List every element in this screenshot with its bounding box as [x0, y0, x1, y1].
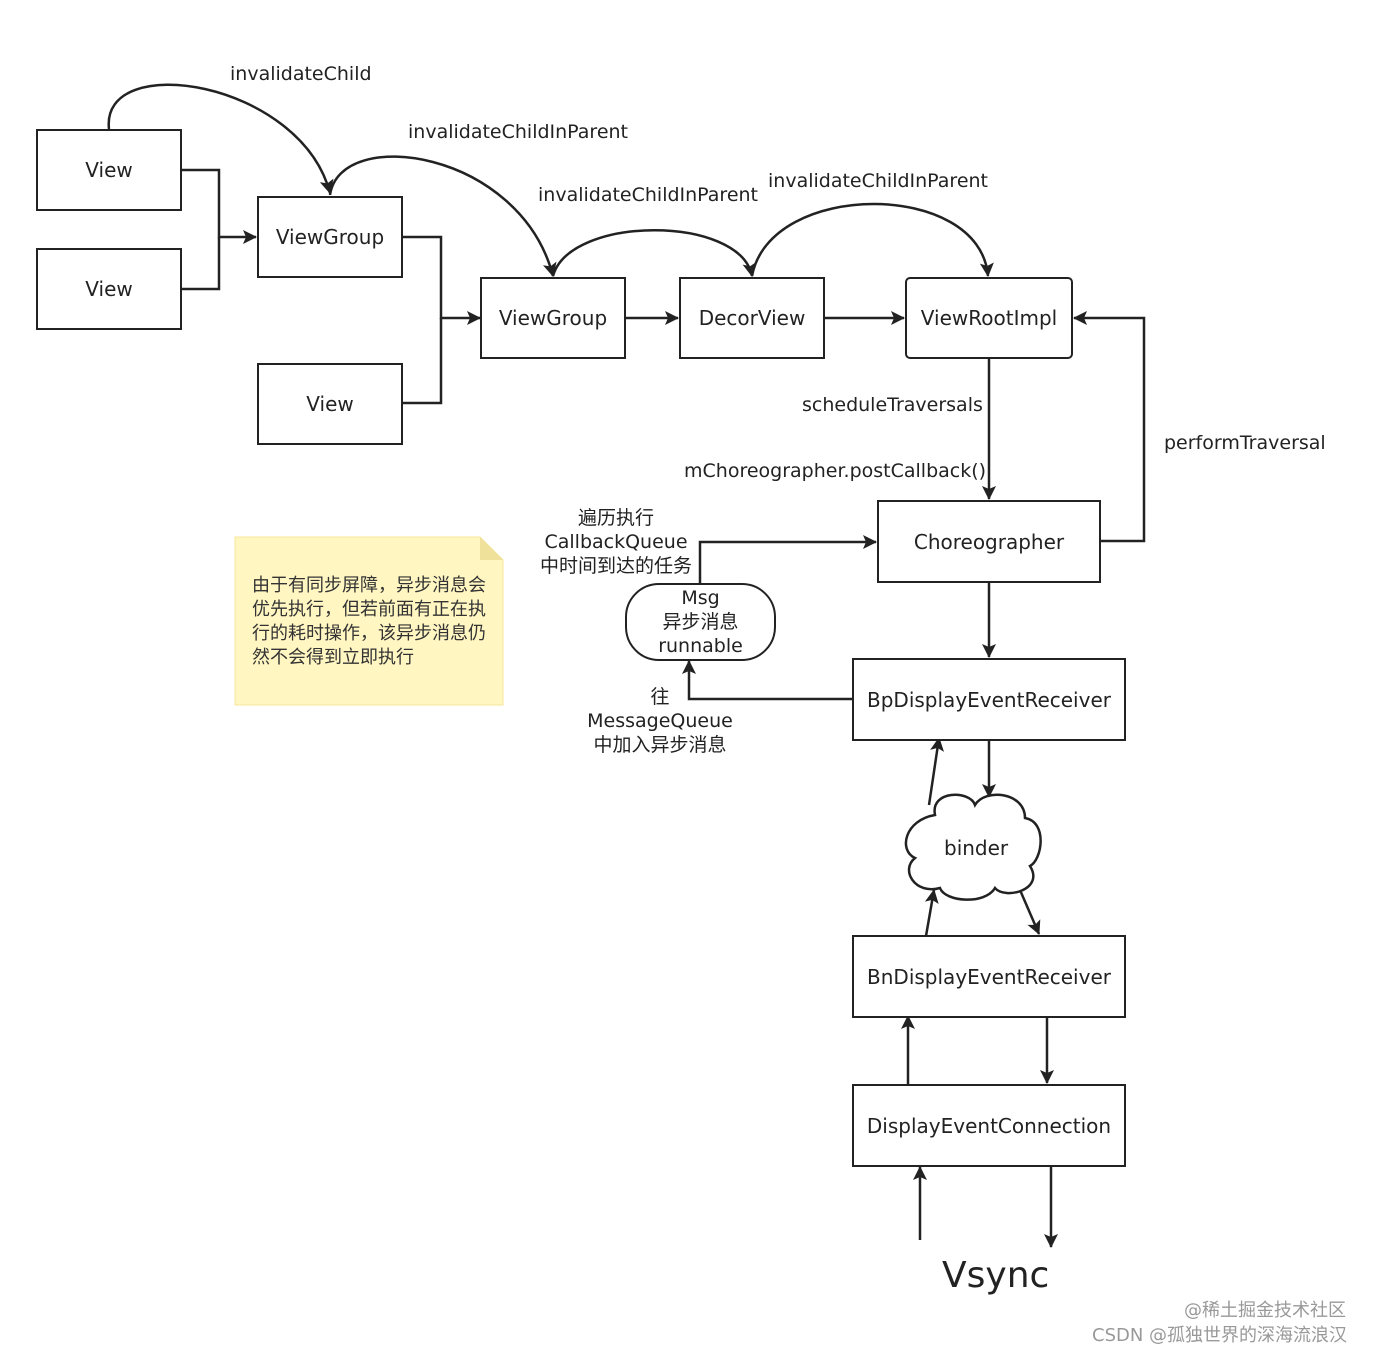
- label-schedule-traversals: scheduleTraversals: [802, 394, 983, 416]
- edge-msg-choreographer: [698, 535, 877, 584]
- note-text: 由于有同步屏障，异步消息会优先执行，但若前面有正在执行的耗时操作，该异步消息仍然…: [252, 575, 486, 668]
- node-view-2-label: View: [85, 277, 133, 301]
- label-perform-traversal: performTraversal: [1164, 432, 1326, 454]
- node-view-3-label: View: [306, 392, 354, 416]
- node-bp-label: BpDisplayEventReceiver: [867, 687, 1111, 712]
- node-viewgroup-1-label: ViewGroup: [275, 225, 385, 249]
- curve-invalidate-child: [107, 83, 334, 194]
- node-msg: Msg 异步消息 runnable: [625, 583, 776, 661]
- vsync-label: Vsync: [942, 1255, 1050, 1296]
- node-viewrootimpl: ViewRootImpl: [905, 277, 1073, 359]
- node-bn-display-event-receiver: BnDisplayEventReceiver: [852, 935, 1126, 1018]
- edge-bp-msg: [682, 660, 852, 701]
- edge-view2-viewgroup1: [182, 237, 221, 291]
- node-viewgroup-2-label: ViewGroup: [498, 306, 608, 330]
- edge-binder-bp: [927, 737, 945, 806]
- node-decorview-label: DecorView: [698, 306, 806, 330]
- label-add-async-1: 往: [650, 686, 670, 708]
- node-view-1-label: View: [85, 158, 133, 182]
- node-decorview: DecorView: [679, 277, 825, 359]
- label-invalidate-child-in-parent-2: invalidateChildInParent: [538, 184, 759, 206]
- edge-view1-viewgroup1: [182, 168, 257, 244]
- node-choreographer-label: Choreographer: [913, 529, 1065, 554]
- label-add-async-2: MessageQueue: [587, 710, 733, 732]
- edge-view3-viewgroup2: [403, 318, 443, 405]
- edge-binder-bn: [1018, 889, 1041, 935]
- node-viewgroup-2: ViewGroup: [480, 277, 626, 359]
- node-view-2: View: [36, 248, 182, 330]
- binder-label: binder: [944, 836, 1009, 860]
- node-msg-line-2: 异步消息: [662, 611, 739, 633]
- binder-cloud: [904, 793, 1042, 901]
- label-invalidate-child: invalidateChild: [230, 63, 372, 85]
- node-connection-label: DisplayEventConnection: [866, 1113, 1112, 1138]
- edge-bn-binder: [924, 889, 939, 937]
- node-display-event-connection: DisplayEventConnection: [852, 1084, 1126, 1167]
- note-shape: [234, 536, 504, 706]
- label-traverse-queue-2: CallbackQueue: [544, 531, 688, 553]
- curve-invalidate-child-in-parent-3: [750, 202, 994, 277]
- label-traverse-queue-3: 中时间到达的任务: [539, 555, 693, 577]
- node-view-1: View: [36, 129, 182, 211]
- label-traverse-queue-1: 遍历执行: [577, 507, 655, 529]
- node-msg-line-3: runnable: [658, 635, 743, 657]
- label-invalidate-child-in-parent-1: invalidateChildInParent: [408, 121, 629, 143]
- node-viewgroup-1: ViewGroup: [257, 196, 403, 278]
- edge-perform-traversal: [1073, 311, 1146, 543]
- label-post-callback: mChoreographer.postCallback(): [684, 460, 987, 482]
- node-viewrootimpl-label: ViewRootImpl: [920, 306, 1058, 330]
- edge-viewgroup1-viewgroup2: [403, 235, 481, 325]
- curve-invalidate-child-in-parent-1: [328, 155, 557, 277]
- node-bp-display-event-receiver: BpDisplayEventReceiver: [852, 658, 1126, 741]
- note-fold: [480, 537, 503, 560]
- node-view-3: View: [257, 363, 403, 445]
- node-bn-label: BnDisplayEventReceiver: [867, 964, 1111, 989]
- watermark-juejin: @稀土掘金技术社区: [1184, 1300, 1346, 1321]
- label-add-async-3: 中加入异步消息: [593, 734, 727, 756]
- watermark-csdn: CSDN @孤独世界的深海流浪汉: [1092, 1325, 1348, 1346]
- node-choreographer: Choreographer: [877, 500, 1101, 583]
- node-msg-line-1: Msg: [681, 587, 720, 609]
- label-invalidate-child-in-parent-3: invalidateChildInParent: [768, 170, 989, 192]
- curve-invalidate-child-in-parent-2: [551, 229, 757, 277]
